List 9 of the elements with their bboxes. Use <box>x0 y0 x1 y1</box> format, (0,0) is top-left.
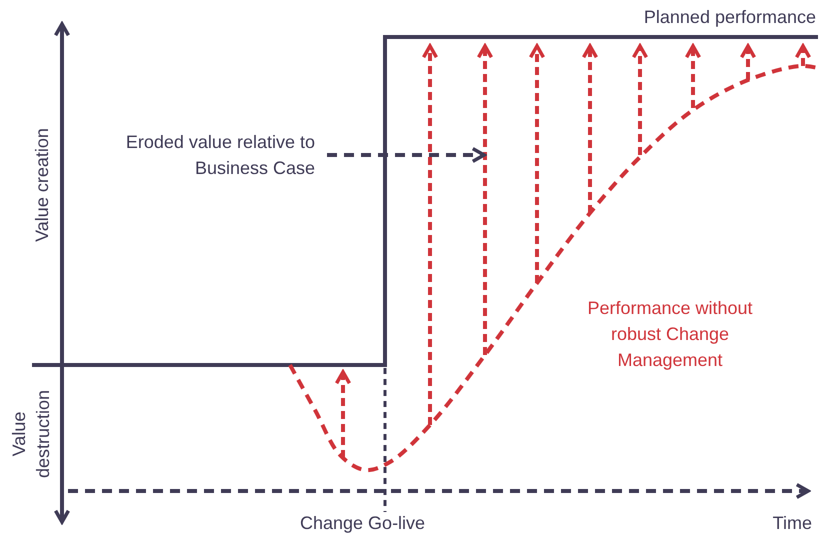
curve-label: Performance without robust Change Management <box>586 297 754 372</box>
annotation-text: Eroded value relative to Business Case <box>115 129 315 181</box>
leader-arrow <box>327 146 486 164</box>
axis-label: Value creation <box>31 127 53 244</box>
axis-label: Value destruction <box>8 388 54 480</box>
axis-label: Change Go-live <box>300 512 426 535</box>
chart-label: Planned performance <box>644 6 816 29</box>
axis-label: Time <box>772 512 812 535</box>
direction-arrow <box>476 44 494 355</box>
